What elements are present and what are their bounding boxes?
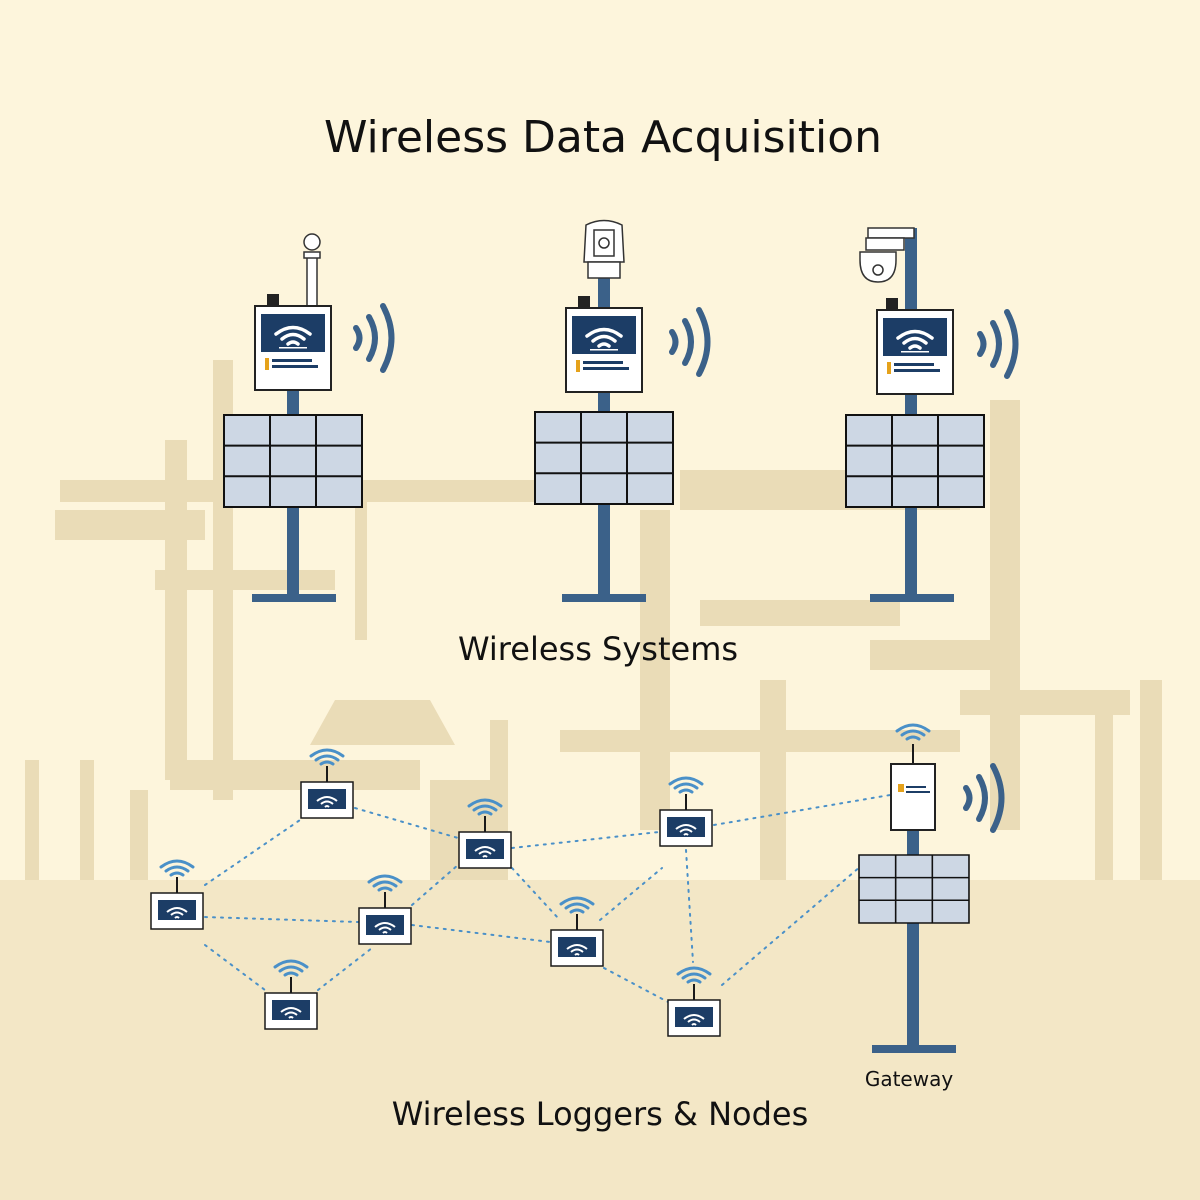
wireless-system-total-station [534, 219, 708, 602]
pole-base [872, 1045, 956, 1053]
radio-waves-icon [672, 310, 708, 374]
wireless-system-camera-station [845, 227, 1016, 602]
solar-panel [845, 414, 985, 508]
radio-waves-icon [980, 312, 1016, 376]
wireless-system-weather-station [223, 233, 392, 602]
radio-waves-icon [356, 306, 392, 370]
anemometer-icon [303, 233, 321, 308]
gateway-wifi-icon [895, 723, 931, 741]
gateway-enclosure [890, 763, 936, 831]
dome-camera-icon [859, 227, 915, 283]
solar-panel [858, 854, 970, 924]
antenna-connector [578, 296, 590, 308]
logger-node-4 [149, 859, 205, 931]
solar-panel [534, 411, 674, 505]
wireless-loggers-heading: Wireless Loggers & Nodes [391, 1095, 809, 1133]
pole-base [870, 594, 954, 602]
pole-base [562, 594, 646, 602]
mesh-links [204, 794, 891, 1003]
antenna-connector [267, 294, 279, 306]
gateway-station [858, 723, 1002, 1053]
gateway-label: Gateway [864, 1067, 954, 1091]
antenna-connector [886, 298, 898, 310]
pole-base [252, 594, 336, 602]
total-station-icon [583, 219, 625, 279]
diagram-title: Wireless Data Acquisition [323, 112, 883, 163]
solar-panel [223, 414, 363, 508]
wireless-systems-heading: Wireless Systems [457, 630, 739, 668]
